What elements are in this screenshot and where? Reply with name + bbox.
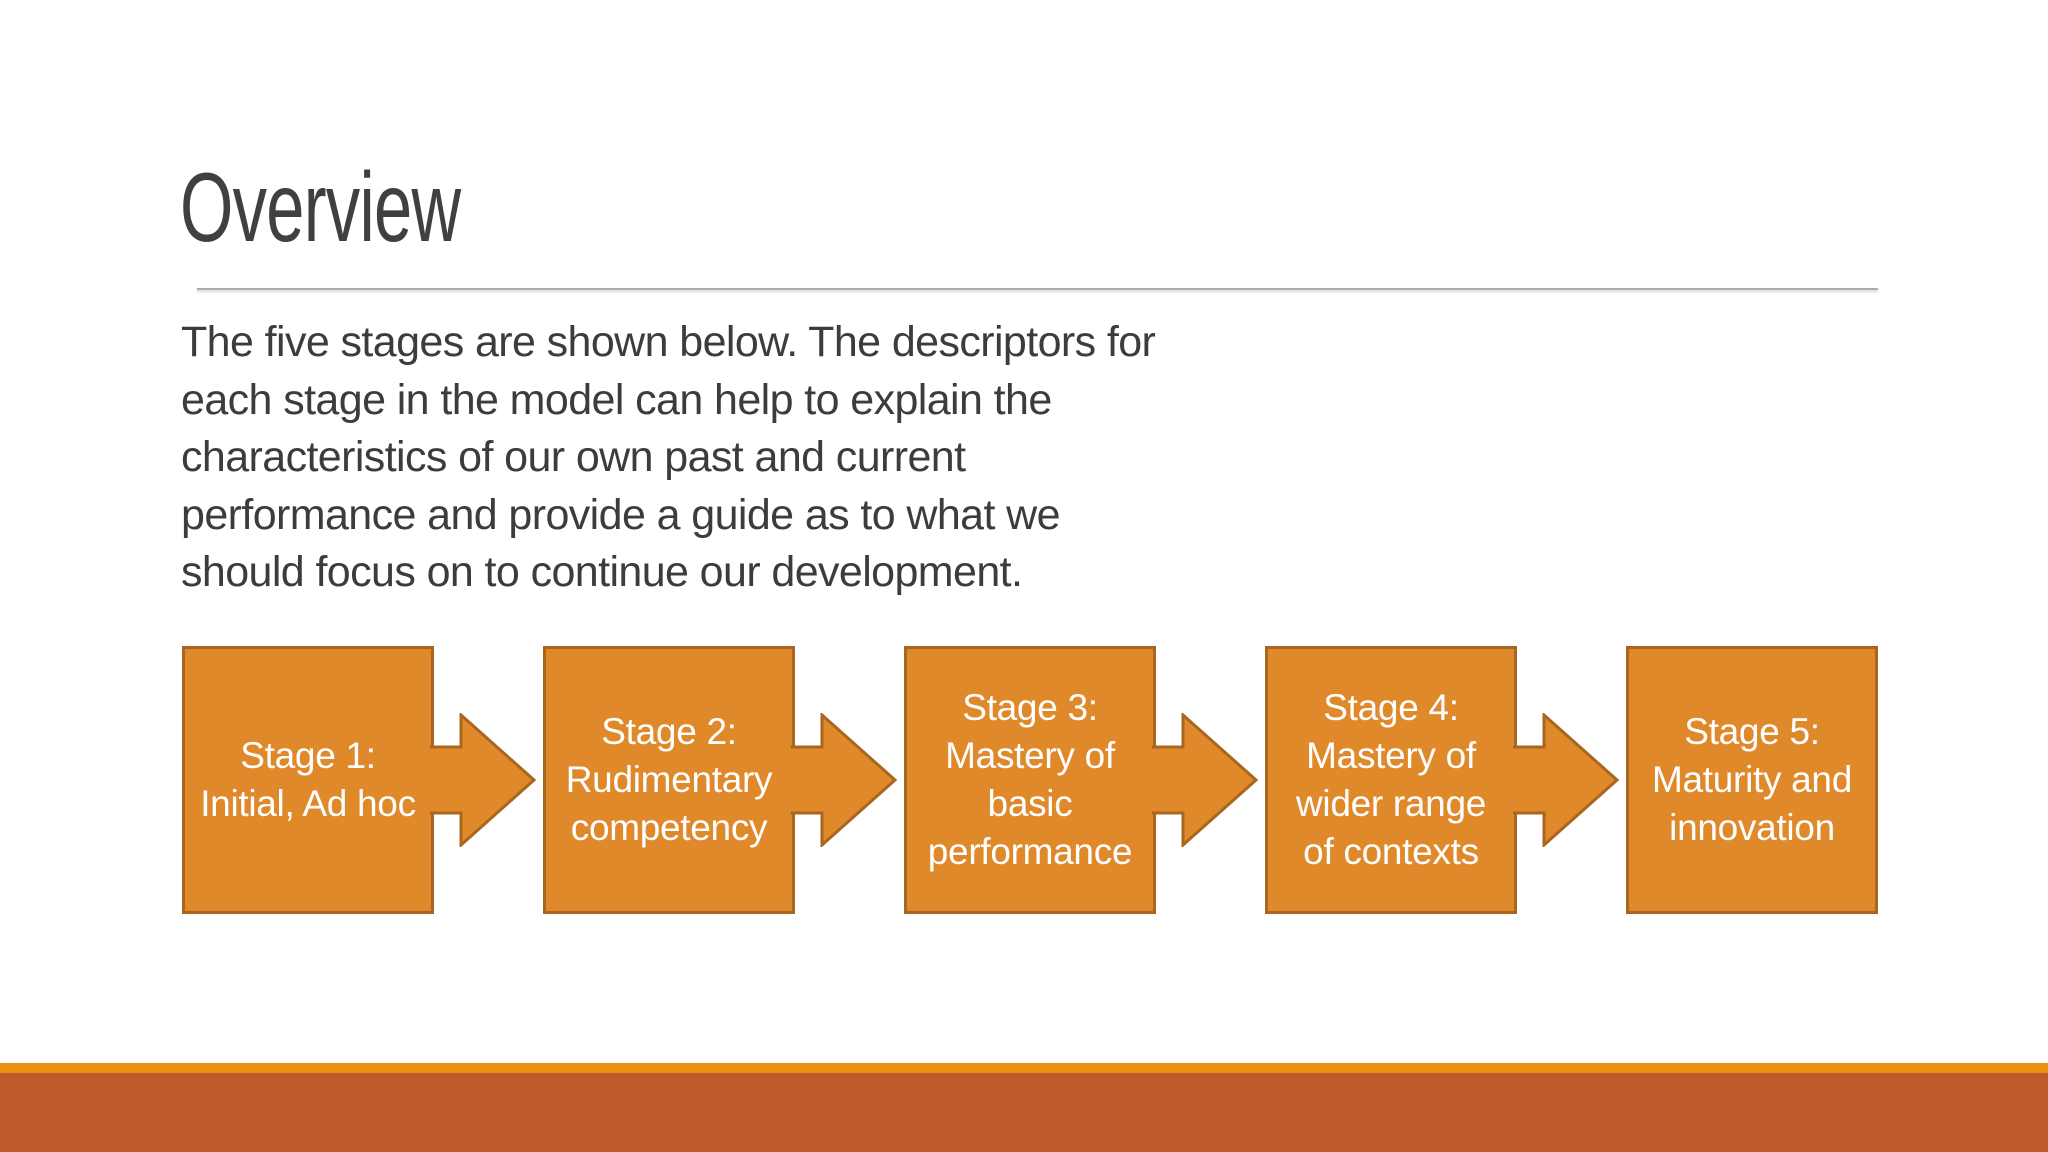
stage-box-1: Stage 1: Initial, Ad hoc (182, 646, 434, 914)
slide-title: Overview (180, 152, 461, 262)
stage-box-5: Stage 5: Maturity and innovation (1626, 646, 1878, 914)
stage-line: Mastery of (945, 735, 1115, 776)
body-line: The five stages are shown below. The des… (181, 318, 1156, 366)
body-line: should focus on to continue our developm… (181, 548, 1023, 596)
stage-box-3: Stage 3: Mastery of basic performance (904, 646, 1156, 914)
title-divider (197, 288, 1878, 290)
stage-line: wider range (1295, 783, 1487, 824)
stage-line: competency (570, 807, 768, 848)
stage-box-4: Stage 4: Mastery of wider range of conte… (1265, 646, 1517, 914)
footer-band (0, 1073, 2048, 1152)
stage-line: of contexts (1303, 831, 1479, 872)
stage-line: Stage 2: (601, 711, 737, 752)
stage-line: basic (987, 783, 1073, 824)
stage-box-2: Stage 2: Rudimentary competency (543, 646, 795, 914)
stage-line: Stage 3: (962, 687, 1098, 728)
body-paragraph: The five stages are shown below. The des… (181, 314, 1156, 602)
stage-line: Stage 1: (240, 735, 376, 776)
stage-line: performance (927, 831, 1133, 872)
body-line: performance and provide a guide as to wh… (181, 490, 1061, 539)
stage-line: innovation (1669, 807, 1835, 848)
stage-line: Stage 5: (1684, 711, 1820, 752)
stage-line: Mastery of (1306, 735, 1476, 776)
stage-line: Rudimentary (565, 759, 773, 800)
footer-accent-bar (0, 1063, 2048, 1073)
stage-line: Stage 4: (1323, 687, 1459, 728)
body-line: characteristics of our own past and curr… (181, 433, 966, 481)
body-line: each stage in the model can help to expl… (181, 375, 1052, 424)
stage-line: Maturity and (1652, 759, 1852, 800)
process-arrow-icon (430, 713, 536, 847)
process-arrow-icon (791, 713, 897, 847)
stage-line: Initial, Ad hoc (200, 783, 416, 824)
process-arrow-icon (1152, 713, 1258, 847)
process-arrow-icon (1513, 713, 1619, 847)
